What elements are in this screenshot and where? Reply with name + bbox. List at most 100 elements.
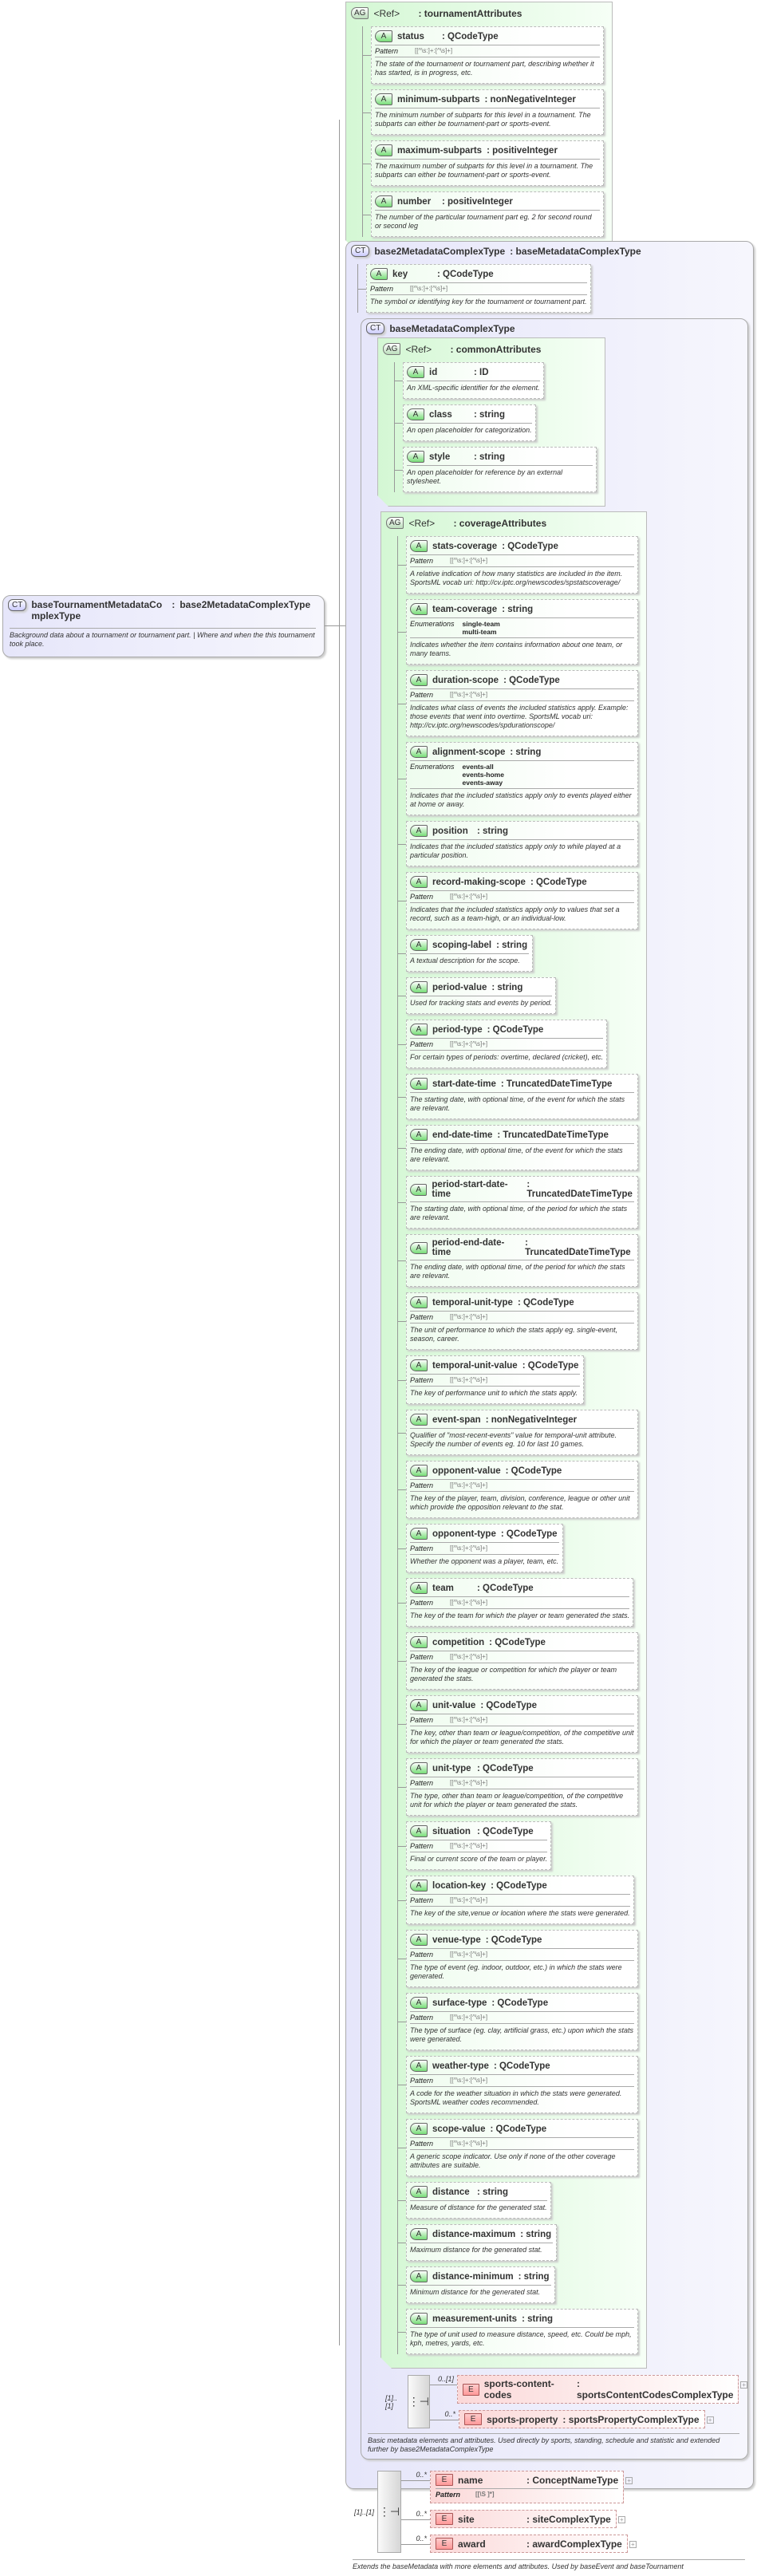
attribute-type: : TruncatedDateTimeType [497, 1130, 609, 1140]
root-complex-type[interactable]: CT baseTournamentMetadataComplexType : b… [2, 595, 325, 657]
element-box[interactable]: E site : siteComplexType [430, 2510, 617, 2528]
root-type-name: baseTournamentMetadataComplexType [31, 599, 163, 621]
attribute-description: The key of the player, team, division, c… [410, 1491, 634, 1512]
attribute-period-end-date-time[interactable]: A period-end-date-time : TruncatedDateTi… [406, 1234, 638, 1287]
element-icon: E [462, 2383, 479, 2396]
expand-icon[interactable]: + [617, 2516, 625, 2523]
attribute-name: distance-minimum [432, 2271, 514, 2282]
expand-icon[interactable]: + [629, 2541, 637, 2548]
attribute-type: : QCodeType [522, 1360, 579, 1371]
attribute-type: : positiveInteger [442, 196, 513, 207]
attribute-description: Used for tracking stats and events by pe… [410, 996, 552, 1008]
pattern-label: Pattern [410, 1313, 434, 1321]
attribute-name: stats-coverage [432, 541, 498, 551]
base2-name: base2MetadataComplexType [374, 245, 506, 257]
expand-icon[interactable]: + [625, 2477, 633, 2484]
element-icon: E [436, 2474, 454, 2486]
attribute-period-start-date-time[interactable]: A period-start-date-time : TruncatedDate… [406, 1176, 638, 1229]
attribute-description: Indicates what class of events the inclu… [410, 700, 634, 730]
pattern-value: [[^\s:]+:[^\s]+] [450, 1376, 488, 1383]
attribute-name: team-coverage [432, 604, 498, 614]
attribute-icon: A [410, 1129, 428, 1141]
attribute-type: : nonNegativeInteger [484, 94, 576, 105]
base-metadata-complex-type[interactable]: CT baseMetadataComplexType AG <Ref> : co… [361, 318, 748, 2460]
element-box[interactable]: E award : awardComplexType [430, 2535, 628, 2553]
attribute-type: : QCodeType [491, 1880, 547, 1891]
attribute-start-date-time[interactable]: A start-date-time : TruncatedDateTimeTyp… [406, 1074, 638, 1119]
pattern-value: [[^\s:]+:[^\s]+] [450, 1313, 488, 1320]
attribute-description: The ending date, with optional time, of … [410, 1260, 634, 1280]
attribute-description: A textual description for the scope. [410, 953, 529, 965]
sequence-compositor-icon[interactable]: ⋮⊣ [377, 2471, 402, 2553]
attribute-name: period-start-date-time [432, 1180, 508, 1199]
sequence-compositor-icon[interactable]: ⋮⊣ [407, 2375, 431, 2428]
attribute-icon: A [410, 1242, 428, 1254]
attribute-type: : QCodeType [490, 2124, 547, 2134]
expand-icon[interactable]: + [740, 2381, 748, 2389]
attribute-name: team [432, 1583, 454, 1593]
pattern-row: Pattern[[^\s:]+:[^\s]+] [410, 2074, 634, 2086]
coverage-attributes-group[interactable]: AG <Ref> : coverageAttributes A stats-co… [380, 511, 647, 2369]
pattern-label: Pattern [370, 285, 394, 293]
attribute-icon: A [410, 1359, 428, 1371]
attribute-type: : TruncatedDateTimeType [525, 1238, 631, 1257]
attribute-name: surface-type [432, 1998, 487, 2008]
attribute-name: opponent-type [432, 1529, 496, 1539]
attribute-type: : QCodeType [503, 675, 560, 685]
pattern-value: [[^\s:]+:[^\s]+] [450, 2140, 488, 2147]
base2-metadata-complex-type[interactable]: CT base2MetadataComplexType : baseMetada… [345, 241, 754, 2570]
pattern-row: Pattern[[^\s:]+:[^\s]+] [410, 554, 634, 566]
element-icon: E [436, 2538, 454, 2550]
element-box[interactable]: E sports-content-codes : sportsContentCo… [456, 2375, 739, 2404]
attribute-icon: A [410, 2123, 428, 2135]
expand-icon[interactable]: + [706, 2416, 714, 2424]
pattern-value: [[^\s:]+:[^\s]+] [450, 893, 488, 900]
attribute-name: event-span [432, 1414, 481, 1425]
tournament-attributes-group[interactable]: AG <Ref> : tournamentAttributes A status… [345, 2, 613, 251]
attribute-name: unit-type [432, 1763, 471, 1773]
attribute-type: : positiveInteger [487, 145, 558, 156]
element-box[interactable]: E sports-property : sportsPropertyComple… [459, 2410, 705, 2428]
element-icon: E [464, 2413, 483, 2425]
